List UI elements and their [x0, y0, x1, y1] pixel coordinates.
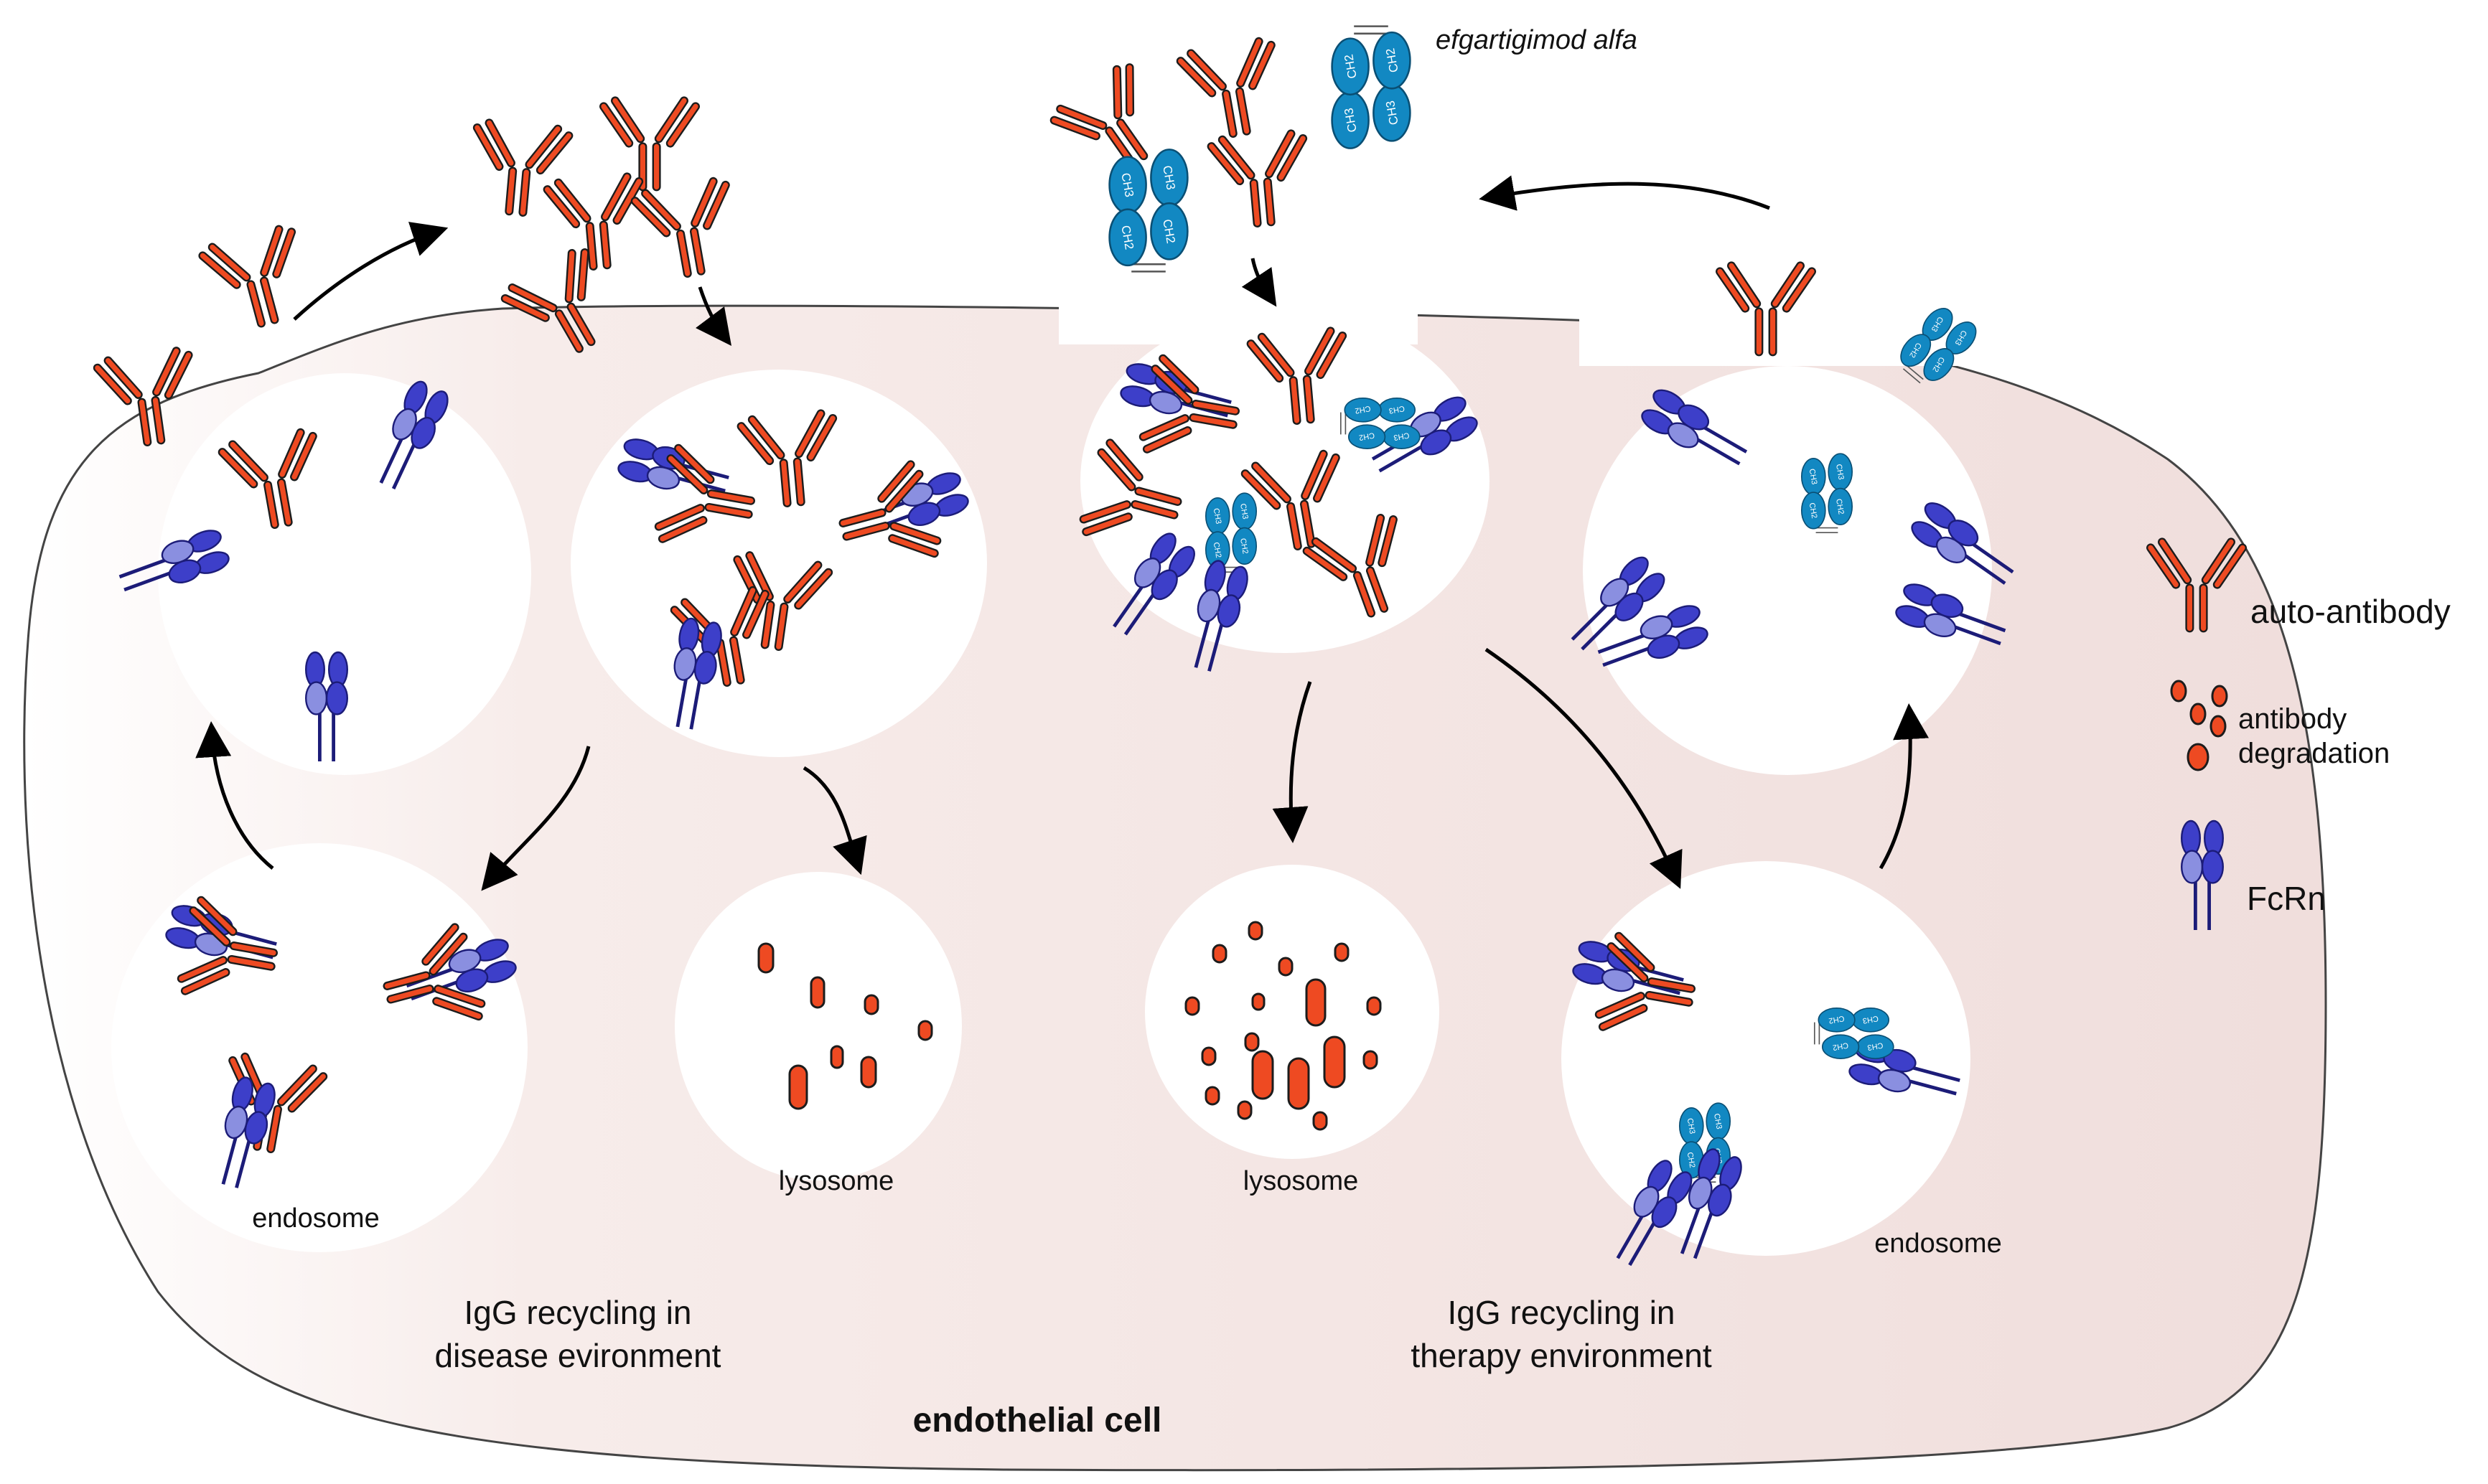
fc-domain-label: CH3 [1238, 503, 1250, 520]
right-endosome-label: endosome [1874, 1229, 2001, 1259]
text-labels: efgartigimod alfa endothelial cell IgG r… [252, 25, 2451, 1440]
lysosome-right [1145, 865, 1439, 1159]
left-caption-line2: disease evironment [435, 1337, 721, 1374]
fc-domain-label: CH3 [1388, 404, 1406, 415]
fc-domain-label: CH2 [1685, 1152, 1697, 1169]
fc-domain-label: CH3 [1685, 1117, 1697, 1135]
fc-domain-label: CH2 [1832, 1041, 1849, 1052]
legend-degradation-label-line1: antibody [2238, 703, 2347, 735]
endosome-top-left [158, 373, 531, 775]
left-endosome-label: endosome [252, 1203, 379, 1234]
right-caption-line2: therapy environment [1411, 1337, 1712, 1374]
cell-label: endothelial cell [913, 1401, 1162, 1440]
legend-fcrn-label: FcRn [2247, 880, 2326, 917]
legend-icons [2151, 542, 2243, 930]
fc-domain-label: CH3 [1393, 431, 1410, 442]
endosome-bottom-right [1561, 861, 1970, 1256]
drug-label: efgartigimod alfa [1436, 25, 1637, 55]
fc-domain-label: CH3 [1807, 468, 1819, 485]
fc-domain-label: CH3 [1866, 1041, 1884, 1052]
endosome-top-middle [571, 370, 987, 757]
fc-domain-label: CH2 [1238, 537, 1250, 555]
fc-domain-label: CH2 [1834, 498, 1846, 515]
pathway-arrows [195, 175, 1930, 891]
right-caption-line1: IgG recycling in [1447, 1294, 1675, 1331]
fc-domain-label: CH3 [1712, 1113, 1724, 1130]
fc-domain-label: CH3 [1212, 507, 1223, 525]
endosome-bottom-left [111, 843, 528, 1252]
legend-degradation-label-line2: degradation [2238, 738, 2390, 769]
lysosome-left [675, 872, 962, 1180]
legend-autoantibody-label: auto-antibody [2250, 593, 2451, 630]
lysosome-left-fragments [757, 942, 933, 1110]
left-lysosome-label: lysosome [779, 1166, 894, 1196]
right-lysosome-label: lysosome [1243, 1166, 1359, 1196]
fc-domain-label: CH3 [1834, 464, 1846, 481]
lysosome-right-fragments [1184, 921, 1382, 1131]
fc-domain-label: CH2 [1358, 431, 1375, 442]
fc-domain-label: CH2 [1212, 542, 1223, 559]
fc-domain-label: CH2 [1355, 404, 1372, 415]
legend-degradation-icon [2170, 680, 2228, 771]
fc-domain-label: CH2 [1828, 1014, 1846, 1025]
fc-domain-label: CH2 [1807, 502, 1819, 520]
fc-domain-label: CH3 [1862, 1014, 1879, 1025]
left-caption-line1: IgG recycling in [464, 1294, 691, 1331]
endosome-far-right [1583, 366, 1992, 775]
